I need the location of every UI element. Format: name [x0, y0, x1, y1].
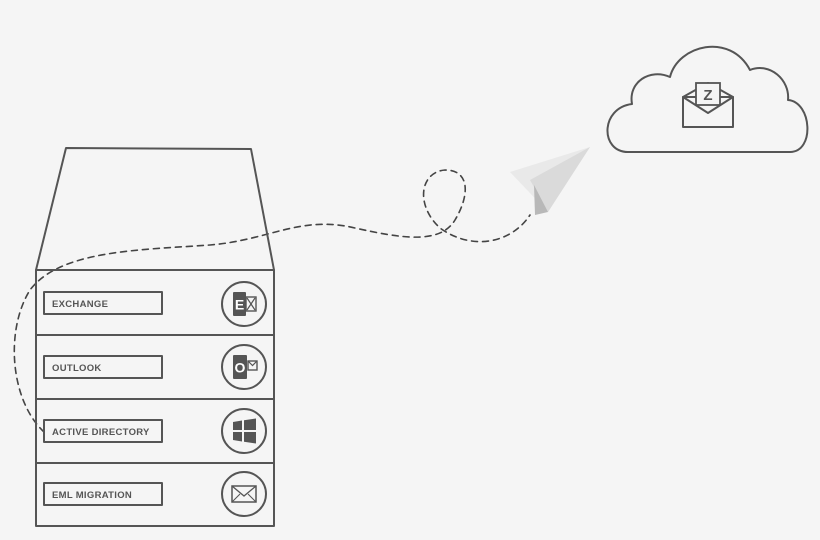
- row-label-box: [43, 419, 163, 443]
- server-row-eml-migration: EML MIGRATION: [43, 471, 267, 517]
- server-top: [35, 147, 275, 271]
- server-row-active-directory: ACTIVE DIRECTORY: [43, 408, 267, 454]
- row-label: EXCHANGE: [52, 299, 108, 310]
- row-label: OUTLOOK: [52, 363, 102, 374]
- row-label-box: [43, 355, 163, 379]
- server-row-outlook: OUTLOOK O: [43, 344, 267, 390]
- open-envelope-icon: Z: [682, 82, 734, 128]
- row-label-box: [43, 291, 163, 315]
- windows-icon: [221, 408, 267, 454]
- server-row-exchange: EXCHANGE E: [43, 281, 267, 327]
- outlook-glyph: O: [235, 360, 246, 376]
- exchange-icon: E: [221, 281, 267, 327]
- outlook-icon: O: [221, 344, 267, 390]
- row-label: EML MIGRATION: [52, 490, 132, 501]
- exchange-glyph: E: [235, 297, 244, 313]
- envelope-icon: [221, 471, 267, 517]
- row-label: ACTIVE DIRECTORY: [52, 427, 150, 438]
- envelope-letter: Z: [703, 87, 712, 104]
- cloud-icon: [606, 45, 809, 153]
- flight-path: [13, 169, 531, 433]
- paper-plane-icon: [510, 147, 590, 215]
- row-label-box: [43, 482, 163, 506]
